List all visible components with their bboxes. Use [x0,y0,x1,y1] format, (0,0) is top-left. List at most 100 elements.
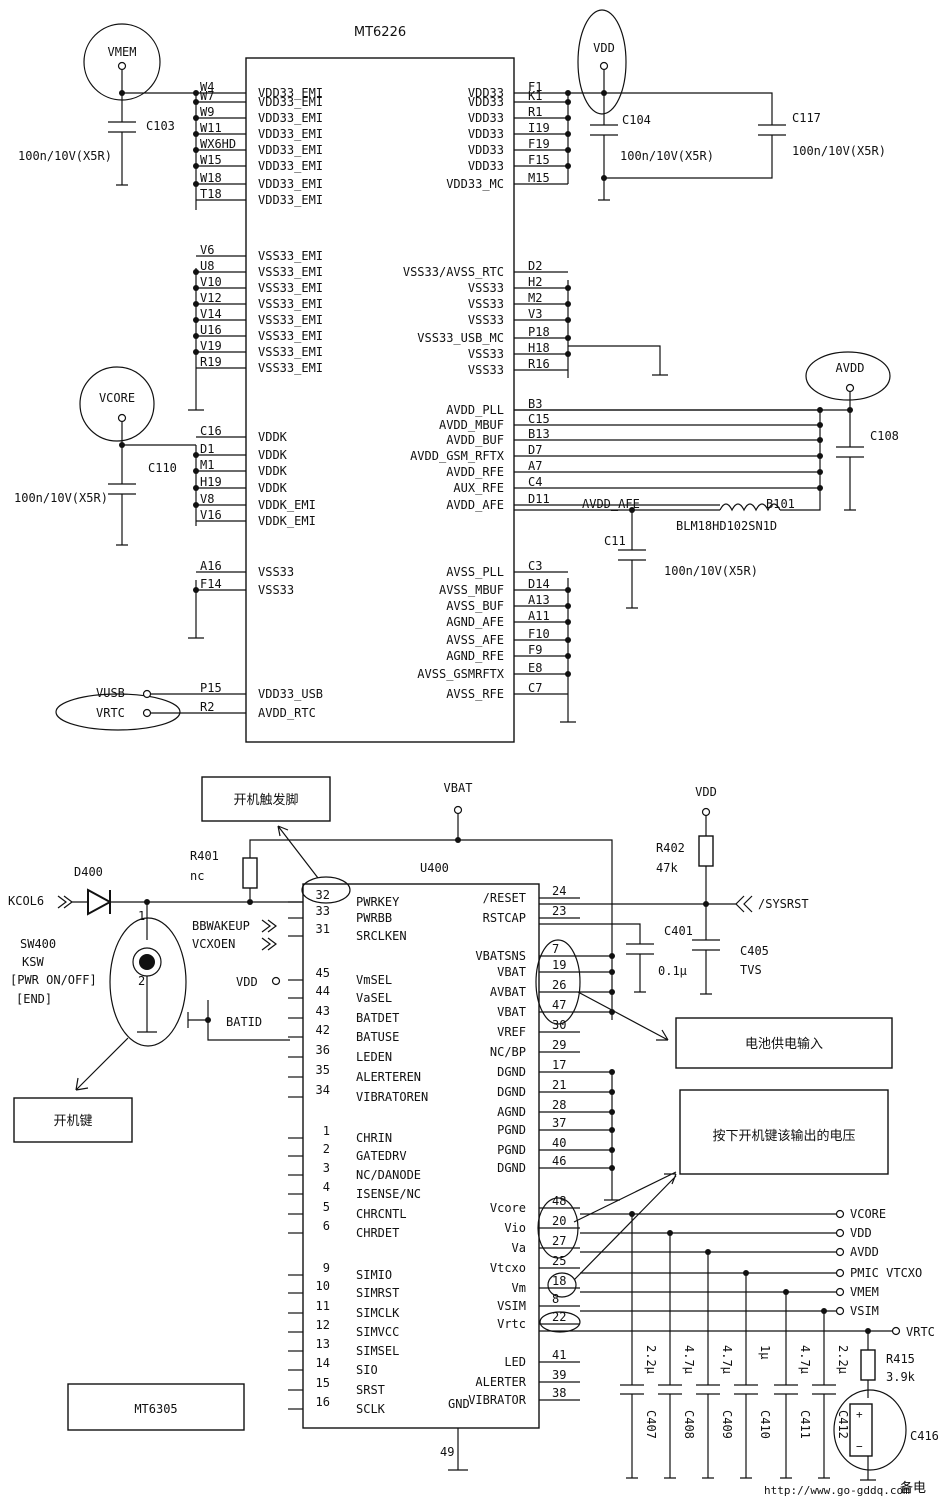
mt6226-pin-number: K1 [528,89,542,103]
u400-pin-number: 37 [552,1116,566,1130]
vrtc-pin-highlight [539,1311,581,1333]
avdd-highlight-ellipse [805,351,891,401]
u400-pin-number: 30 [552,1018,566,1032]
mt6226-pin-number: F15 [528,153,550,167]
pwr-label: [PWR ON/OFF] [10,973,97,987]
r401-label: R401 [190,849,219,863]
mt6226-pin-number: R1 [528,105,542,119]
u400-gnd-pin-num: 49 [440,1445,454,1459]
ksw-label: KSW [22,955,44,969]
u400-pin-name: VBAT [497,1005,526,1019]
sysrst-label: /SYSRST [758,897,809,911]
avdd-label: AVDD [836,361,865,375]
mt6226-pin-name: AVDD_GSM_RFTX [410,449,505,463]
c401-label: C401 [664,924,693,938]
vcore-highlight-circle [79,366,155,442]
u400-pin-name: SRCLKEN [356,929,407,943]
mt6226-pin-number: B3 [528,397,542,411]
u400-pin-number: 39 [552,1368,566,1382]
mt6226-pin-number: V19 [200,339,222,353]
mt6226-title: MT6226 [354,25,406,40]
c405-label: C405 [740,944,769,958]
mt6226-pin-number: U8 [200,259,214,273]
u400-pin-number: 11 [316,1299,330,1313]
c103-label: C103 [146,119,175,133]
u400-gnd-pin [448,1428,468,1471]
vcxoen-label: VCXOEN [192,937,235,951]
vcore-vio-highlight [537,1197,579,1259]
mt6226-pin-number: W15 [200,153,222,167]
avdd-net [514,392,864,511]
r415-resistor [860,1349,876,1381]
u400-pin-name: PWRKEY [356,895,400,909]
u400-pin-number: 43 [316,1004,330,1018]
vbat-net [249,814,613,1020]
vusb-label: VUSB [96,686,125,700]
mt6226-pin-name: VDD33_EMI [258,111,323,125]
u400-pin-name: VaSEL [356,991,392,1005]
r415-value: 3.9k [886,1370,916,1384]
u400-pin-number: 35 [316,1063,330,1077]
u400-pin-name: SCLK [356,1402,386,1416]
bbwakeup-label: BBWAKEUP [192,919,250,933]
c416-battery [849,1403,873,1457]
mt6226-pin-name: VSS33/AVSS_RTC [403,265,504,279]
c405-value: TVS [740,963,762,977]
watermark: http://www.go-gddq.com [764,1484,910,1497]
u400-pin-name: BATUSE [356,1030,399,1044]
vrtc-label: VRTC [96,706,125,720]
u400-pin-name: SRST [356,1383,385,1397]
u400-pin-number: 4 [323,1180,330,1194]
mt6226-pin-number: V8 [200,492,214,506]
mt6305-part-label: MT6305 [134,1402,177,1416]
vss-right-bus [567,280,668,378]
mt6226-pin-number: I19 [528,121,550,135]
capacitor-value: 2.2μ [644,1345,658,1374]
u400-pin-name: PGND [497,1123,526,1137]
u400-pin-number: 47 [552,998,566,1012]
u400-name: U400 [420,861,449,875]
output-rail-label: AVDD [850,1245,879,1259]
mt6226-pin-number: R16 [528,357,550,371]
mt6226-pin-name: VSS33_EMI [258,265,323,279]
u400-pin-name: SIMRST [356,1286,399,1300]
power-key-highlight[interactable] [109,917,187,1047]
d400-label: D400 [74,865,103,879]
mt6226-pin-name: AVDD_BUF [446,433,504,447]
u400-pin-number: 22 [552,1310,566,1324]
u400-gnd-label: GND [448,1397,470,1411]
mt6226-pin-i19: I19 VDD33 [468,121,571,141]
u400-pin-number: 10 [316,1279,330,1293]
output-rail-label: VDD [850,1226,872,1240]
u400-pin-name: SIMSEL [356,1344,399,1358]
u400-pin-name: DGND [497,1085,526,1099]
c117-label: C117 [792,111,821,125]
u400-pin-name: RSTCAP [483,911,526,925]
mt6226-pin-number: F14 [200,577,222,591]
mt6226-pin-name: VDD33 [468,127,504,141]
mt6226-pin-name: VDD33 [468,86,504,100]
mt6226-pin-number: V10 [200,275,222,289]
mt6226-pin-name: AGND_AFE [446,615,504,629]
u400-pin-name: PWRBB [356,911,392,925]
reset-net [692,866,720,995]
u400-pin-number: 20 [552,1214,566,1228]
